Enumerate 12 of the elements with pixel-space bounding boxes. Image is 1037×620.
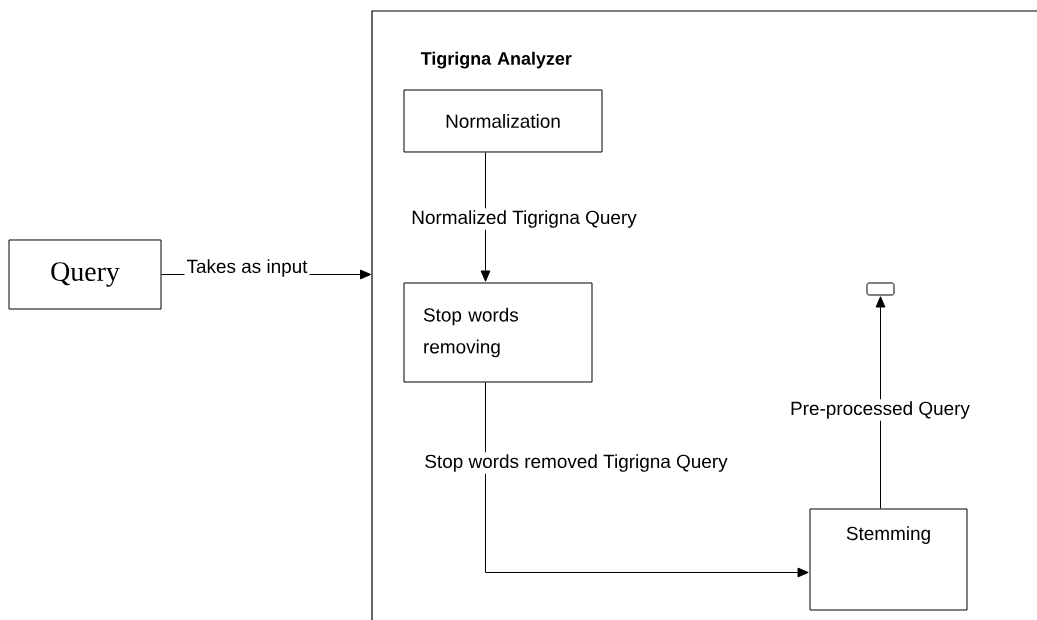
edge-label: Takes as input bbox=[184, 257, 310, 279]
edge-label: Normalized Tigrigna Query bbox=[409, 208, 639, 230]
edge-label: Pre-processed Query bbox=[788, 399, 972, 421]
arrow bbox=[875, 296, 886, 509]
arrow bbox=[480, 152, 491, 282]
terminal-box bbox=[866, 282, 895, 296]
process-box: Query bbox=[8, 239, 162, 310]
process-box: Stop words removing bbox=[403, 282, 593, 383]
process-box: Stemming bbox=[809, 508, 968, 611]
edge-label: Stop words removed Tigrigna Query bbox=[422, 452, 730, 474]
process-box: Normalization bbox=[403, 89, 603, 153]
arrow bbox=[485, 382, 809, 578]
